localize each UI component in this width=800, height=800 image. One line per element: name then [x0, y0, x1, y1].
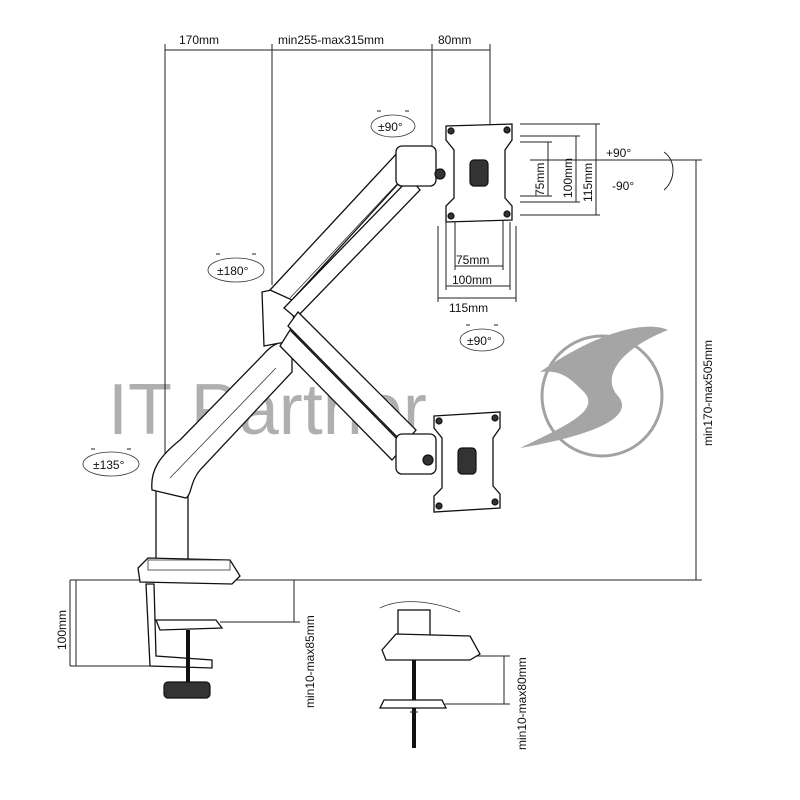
dim-vesa-w115: 115mm — [449, 301, 488, 315]
rotation-head-swivel: ±90° — [370, 110, 416, 138]
rotation-elbow: ±180° — [207, 253, 265, 283]
grommet-mount — [378, 601, 481, 748]
dim-vesa-w100: 100mm — [452, 273, 492, 287]
dim-top-right: 80mm — [438, 33, 471, 47]
head-joint-lowered — [395, 433, 437, 475]
monitor-arm — [137, 123, 513, 748]
rotation-head-swivel-label: ±90° — [378, 120, 403, 134]
dim-top-left: 170mm — [179, 33, 219, 47]
dim-top-mid: min255-max315mm — [278, 33, 384, 47]
dim-vesa-h115: 115mm — [581, 163, 595, 202]
dim-vesa-h75: 75mm — [533, 163, 547, 196]
rotation-badges: ±90° +90° -90° ±180° ±135° ±90° — [82, 110, 674, 477]
dimension-labels: 170mm min255-max315mm 80mm 75mm 100mm 11… — [55, 33, 715, 750]
dim-clamp-height: 100mm — [55, 610, 69, 650]
clamp-knob — [163, 681, 211, 699]
rotation-elbow-label: ±180° — [217, 264, 249, 278]
desk-clamp — [137, 557, 241, 699]
rotation-tilt-up-label: +90° — [606, 146, 631, 160]
rotation-base: ±135° — [82, 448, 140, 477]
rotation-rotate-label: ±90° — [467, 334, 492, 348]
dim-clamp-range: min10-max85mm — [303, 615, 317, 708]
dim-height-range: min170-max505mm — [701, 340, 715, 446]
arm-upper-lowered — [279, 328, 405, 461]
rotation-tilt-down-label: -90° — [612, 179, 634, 193]
dim-vesa-h100: 100mm — [561, 158, 575, 198]
arm-pole — [155, 487, 189, 561]
tilt-arc-icon — [663, 151, 674, 191]
rotation-rotate: ±90° — [459, 324, 505, 352]
dim-grommet-range: min10-max80mm — [515, 657, 529, 750]
swoosh-s-logo-icon — [520, 326, 668, 458]
dimension-lines — [69, 44, 702, 705]
dim-vesa-w75: 75mm — [456, 253, 489, 267]
head-joint-raised — [395, 145, 437, 187]
rotation-base-label: ±135° — [93, 458, 125, 472]
rotation-tilt: +90° -90° — [606, 146, 674, 193]
